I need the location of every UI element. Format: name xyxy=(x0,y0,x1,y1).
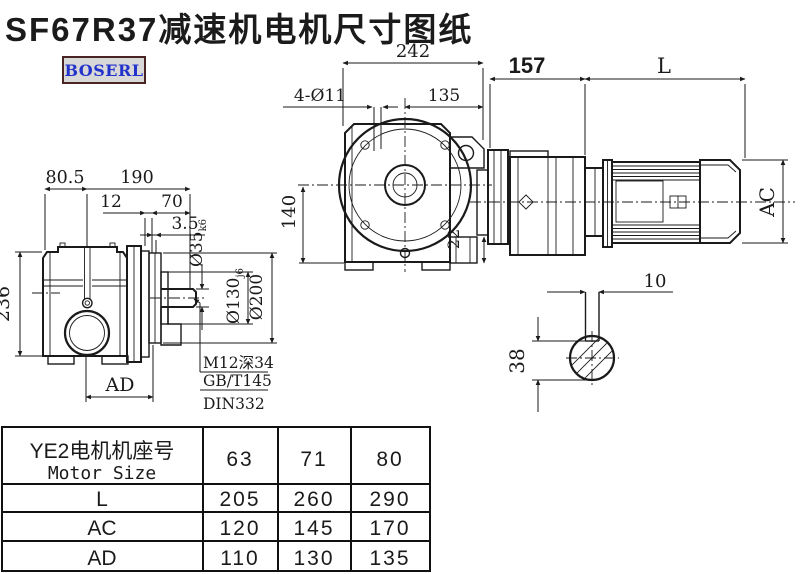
key-section-view: 10 38 xyxy=(505,271,673,412)
page-title: SF67R37减速机电机尺寸图纸 xyxy=(5,11,474,48)
dim-AD-label: AD xyxy=(105,374,135,396)
dim-12-label: 12 xyxy=(100,192,122,212)
table-cell: 110 xyxy=(220,547,259,570)
table-row-AD-label: AD xyxy=(87,547,116,570)
table-header-en: Motor Size xyxy=(48,463,156,484)
note-thread-label: M12深34 xyxy=(203,354,274,372)
brand-logo: BOSERL xyxy=(62,56,146,84)
table-cell: 130 xyxy=(293,547,334,570)
note-gb-label: GB/T145 xyxy=(203,372,272,390)
left-view: 236 80.5 190 12 70 3.5 Ø35k6 Ø130j6 Ø200… xyxy=(0,168,277,413)
size-table: YE2电机机座号 Motor Size 63 71 80 L 205 260 2… xyxy=(1,426,431,572)
side-view: 157 L AC xyxy=(470,53,795,256)
table-size-80: 80 xyxy=(376,448,403,471)
table-size-71: 71 xyxy=(300,448,327,471)
dia-200-label: Ø200 xyxy=(247,274,267,320)
table-cell: 260 xyxy=(293,488,334,511)
table-size-63: 63 xyxy=(226,448,253,471)
dim-157-label: 157 xyxy=(509,53,546,78)
dim-38-label: 38 xyxy=(505,348,529,373)
table-row-L-label: L xyxy=(96,488,108,511)
dim-80_5-label: 80.5 xyxy=(46,168,85,188)
dim-190-label: 190 xyxy=(120,168,153,188)
dia-130-label: Ø130j6 xyxy=(224,268,246,324)
dim-3_5-label: 3.5 xyxy=(171,214,198,234)
front-view: 242 4-Ø11 135 140 22 xyxy=(279,41,492,272)
table-cell: 205 xyxy=(219,488,260,511)
dia-35-label: Ø35k6 xyxy=(187,219,209,267)
table-cell: 290 xyxy=(369,488,410,511)
dim-L-label: L xyxy=(657,54,671,78)
table-cell: 135 xyxy=(369,547,410,570)
dim-10-label: 10 xyxy=(644,271,667,292)
dim-22-label: 22 xyxy=(444,229,463,249)
table-row-AC-label: AC xyxy=(87,517,116,540)
dim-135-label: 135 xyxy=(428,86,460,106)
note-din-label: DIN332 xyxy=(203,395,265,413)
table-cell: 120 xyxy=(219,517,260,540)
table-cell: 145 xyxy=(293,517,334,540)
dim-242-label: 242 xyxy=(396,41,430,62)
dim-4xd11-label: 4-Ø11 xyxy=(294,86,346,106)
table-cell: 170 xyxy=(369,517,410,540)
dim-70-label: 70 xyxy=(161,192,183,212)
table-header-cn: YE2电机机座号 xyxy=(30,440,175,463)
dim-236-label: 236 xyxy=(0,286,14,322)
dim-140-label: 140 xyxy=(279,195,300,229)
dim-AC-label: AC xyxy=(755,187,779,218)
brand-logo-text: BOSERL xyxy=(64,60,144,80)
